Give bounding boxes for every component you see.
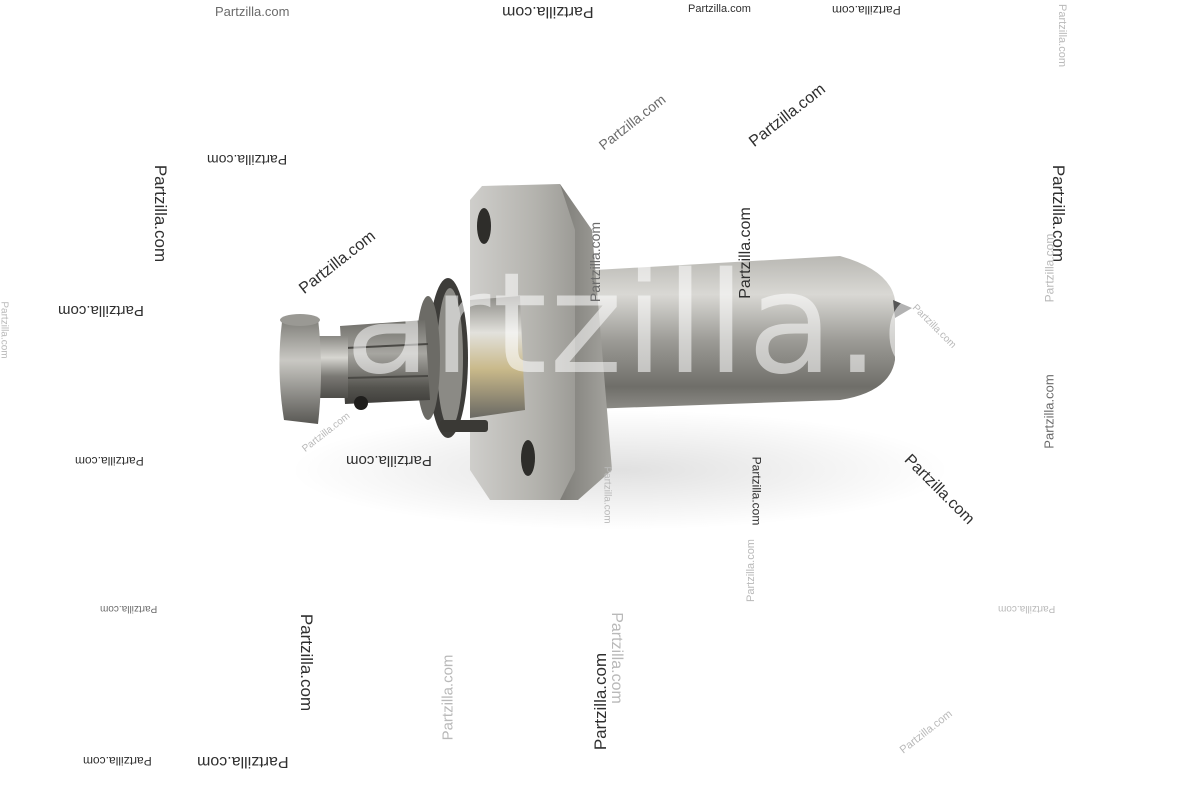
mounting-flange: [470, 184, 600, 500]
watermark: Partzilla.com: [83, 754, 152, 768]
end-cap: [279, 318, 321, 424]
watermark: Partzilla.com: [1041, 374, 1057, 449]
hex-section: [340, 320, 430, 404]
watermark: Partzilla.com: [75, 454, 144, 468]
watermark-large: artzilla.co: [345, 243, 1049, 406]
watermark: Partzilla.com: [215, 4, 290, 19]
watermark: Partzilla.com: [591, 652, 611, 751]
tensioner-body: [560, 256, 895, 410]
watermark: Partzilla.com: [207, 152, 288, 168]
mounting-flange-edge: [560, 184, 612, 500]
watermark: Partzilla.com: [601, 466, 613, 524]
end-cap-top: [280, 314, 320, 326]
watermark: Partzilla.com: [197, 753, 289, 770]
watermark: Partzilla.com: [688, 3, 751, 15]
watermark: Partzilla.com: [100, 603, 158, 614]
tensioner-boss: [470, 296, 525, 418]
set-screw-hole: [354, 396, 368, 410]
tensioner-tip: [893, 300, 912, 318]
watermark: Partzilla.com: [439, 654, 457, 741]
circlip-inner: [437, 288, 463, 428]
flange-hole-top: [477, 208, 491, 244]
watermark: Partzilla.com: [0, 301, 10, 359]
flange-hole-bottom: [521, 440, 535, 476]
watermark: Partzilla.com: [151, 164, 171, 263]
product-shadow: [290, 410, 950, 530]
watermark: Partzilla.com: [832, 3, 901, 17]
watermark: Partzilla.com: [346, 452, 432, 469]
watermark: Partzilla.com: [607, 612, 625, 704]
watermark: Partzilla.com: [1055, 4, 1068, 67]
watermark: Partzilla.com: [587, 221, 604, 303]
watermark: Partzilla.com: [998, 603, 1056, 614]
watermark: Partzilla.com: [744, 539, 757, 602]
watermark: Partzilla.com: [502, 3, 594, 20]
watermark: Partzilla.com: [749, 456, 764, 526]
watermark: Partzilla.com: [736, 207, 754, 299]
watermark: Partzilla.com: [58, 302, 144, 319]
hex-edge-2: [344, 375, 429, 379]
watermark: Partzilla.com: [1042, 233, 1057, 303]
hex-edge-1: [344, 343, 429, 349]
watermark: Partzilla.com: [297, 613, 317, 712]
circlip-tab: [440, 420, 488, 432]
